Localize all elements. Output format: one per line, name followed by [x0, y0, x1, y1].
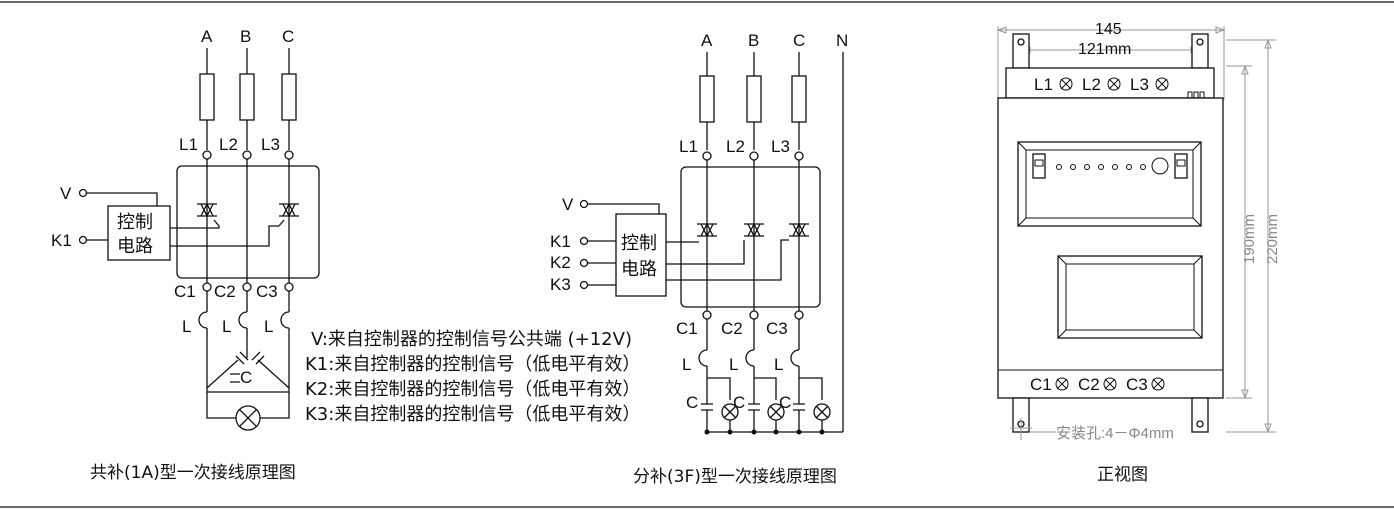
terminal-label: C3	[256, 282, 278, 301]
phase-label: A	[701, 31, 713, 50]
capacitor-label: C	[686, 393, 698, 412]
diagram-split-compensation: A B C N L1 L2 L3 控制 电路 V K1 K2 K3 C1 C2 …	[550, 31, 848, 487]
bottom-terminal-label: C2	[1078, 375, 1100, 394]
input-label: K2	[550, 253, 571, 272]
phase-label: C	[793, 31, 805, 50]
terminal-label: C1	[174, 282, 196, 301]
control-label: 控制	[621, 233, 657, 254]
phase-label: B	[748, 31, 759, 50]
phase-label: C	[282, 27, 294, 46]
diagram-common-compensation: A B C L1 L2 L3 控制 电路 V K1	[51, 27, 320, 483]
capacitor-label: C	[240, 368, 252, 387]
vent-panel	[1057, 255, 1203, 339]
caption: 分补(3F)型一次接线原理图	[633, 467, 837, 487]
legend-item: V:来自控制器的控制信号公共端 (+12V)	[311, 329, 632, 350]
fuse	[791, 75, 807, 123]
screw-icon	[1059, 77, 1073, 91]
screw-icon	[1107, 77, 1121, 91]
fuse	[281, 73, 297, 121]
inductor-label: L	[182, 317, 191, 336]
input-label: V	[60, 184, 72, 203]
terminal-label: C2	[721, 319, 743, 338]
switch-module	[680, 166, 821, 308]
legend-item: K1:来自控制器的控制信号（低电平有效）	[305, 354, 640, 375]
dimension-hole-spacing: 121mm	[1078, 41, 1131, 58]
inductor-label: L	[264, 317, 273, 336]
terminal-label: L2	[219, 135, 238, 154]
screw-icon	[1055, 377, 1069, 391]
top-terminal-label: L2	[1082, 75, 1101, 94]
control-circuit-box	[107, 205, 171, 261]
top-terminal-label: L3	[1130, 75, 1149, 94]
inductor-label: L	[729, 355, 738, 374]
control-label: 控制	[117, 212, 153, 233]
screw-icon	[1151, 377, 1165, 391]
thyristor-2	[278, 202, 299, 227]
caption: 共补(1A)型一次接线原理图	[90, 463, 296, 483]
input-label: K1	[51, 231, 72, 250]
fuse	[699, 75, 715, 123]
mount-hole-note: 安装孔:4－Φ4mm	[1056, 425, 1174, 442]
terminal-label: L1	[179, 135, 198, 154]
bottom-terminal-label: C3	[1126, 375, 1148, 394]
legend-item: K3:来自控制器的控制信号（低电平有效）	[305, 404, 640, 425]
dimension-width: 145	[1095, 21, 1122, 38]
terminal-label: L2	[726, 137, 745, 156]
input-label: V	[562, 195, 574, 214]
caption: 正视图	[1097, 465, 1148, 485]
mounting-ear	[1191, 397, 1209, 433]
phase-label: B	[240, 27, 251, 46]
phase-label: A	[201, 27, 213, 46]
indicator-leds	[1056, 164, 1146, 170]
control-circuit-box	[615, 213, 667, 297]
fuse	[239, 73, 255, 121]
knob-icon	[1151, 157, 1169, 175]
fuse	[199, 73, 215, 121]
terminal-label: L3	[771, 137, 790, 156]
terminal-label: L1	[679, 137, 698, 156]
fuse	[746, 75, 762, 123]
front-view: 145 121mm L1 L2 L3	[996, 21, 1281, 485]
inductor-label: L	[774, 355, 783, 374]
dimension-height-outer: 220mm	[1264, 214, 1281, 264]
legend: V:来自控制器的控制信号公共端 (+12V) K1:来自控制器的控制信号（低电平…	[305, 329, 640, 425]
phase-label: N	[836, 31, 848, 50]
display-panel	[1017, 141, 1202, 227]
inductor-label: L	[222, 317, 231, 336]
bottom-terminal-label: C1	[1030, 375, 1052, 394]
dimension-height-inner: 190mm	[1241, 214, 1258, 264]
switch-module	[176, 165, 320, 279]
terminal-label: C3	[766, 319, 788, 338]
inductor-label: L	[682, 355, 691, 374]
top-terminal-label: L1	[1034, 75, 1053, 94]
input-label: K1	[550, 232, 571, 251]
control-label: 电路	[117, 236, 153, 257]
legend-item: K2:来自控制器的控制信号（低电平有效）	[305, 379, 640, 400]
terminal-label: L3	[261, 135, 280, 154]
control-label: 电路	[621, 259, 657, 280]
terminal-label: C2	[214, 282, 236, 301]
screw-icon	[1103, 377, 1117, 391]
terminal-label: C1	[676, 319, 698, 338]
screw-icon	[1155, 77, 1169, 91]
thyristor-1	[197, 202, 220, 227]
input-label: K3	[550, 275, 571, 294]
